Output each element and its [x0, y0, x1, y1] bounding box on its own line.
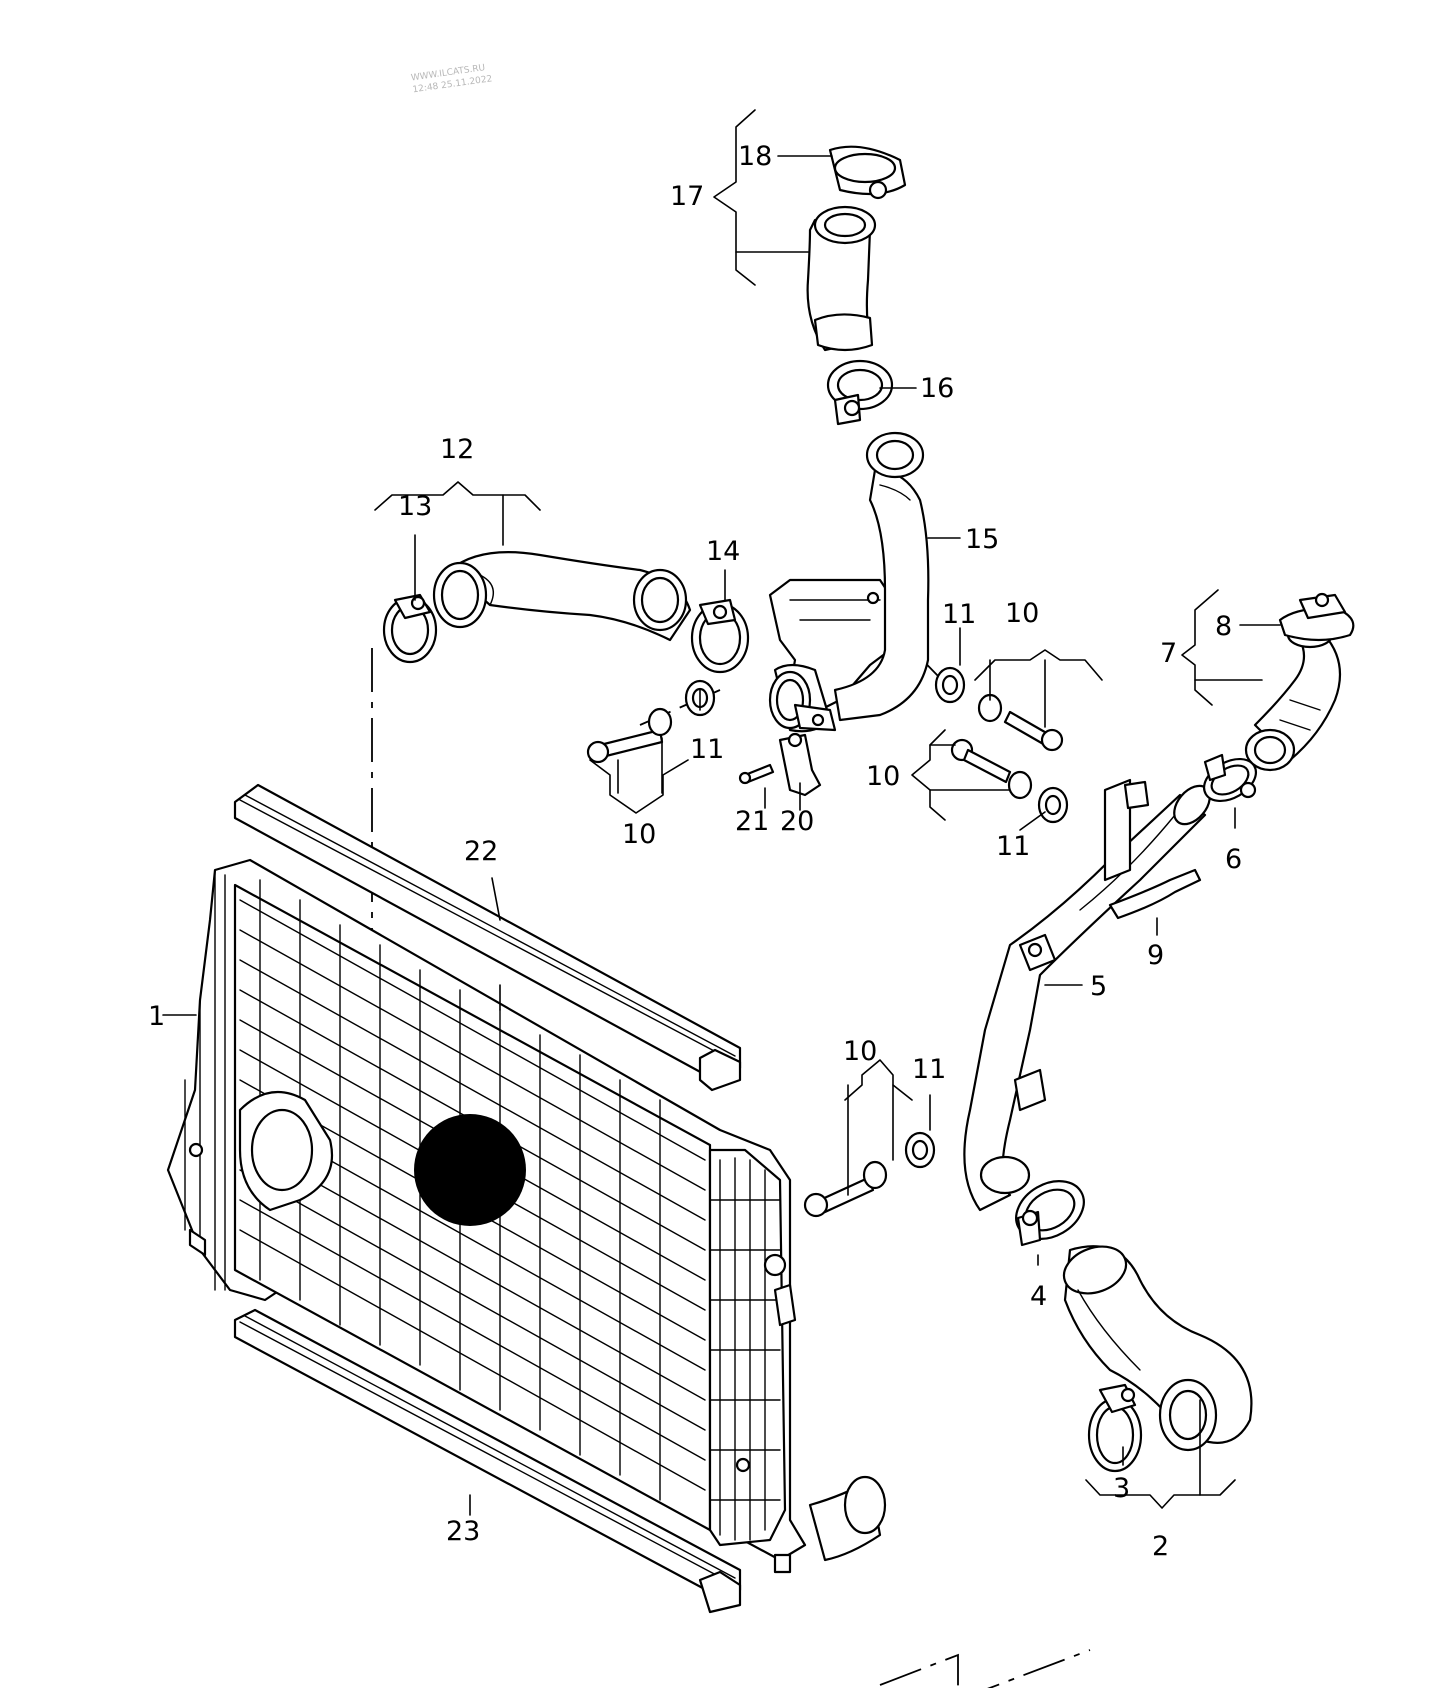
callout-10-right-middle: 10: [866, 761, 900, 792]
callout-18: 18: [738, 141, 772, 172]
top-hose: [806, 205, 877, 352]
callout-labels: 1 2 3 4 5 6 7 8 9 10 10 10 10 11 11 11 1…: [148, 141, 1242, 1562]
callout-16: 16: [920, 373, 954, 404]
bolt-set-right-top: [934, 666, 1064, 752]
callout-8: 8: [1215, 611, 1232, 642]
callout-14: 14: [706, 536, 740, 567]
callout-5: 5: [1090, 971, 1107, 1002]
callout-3: 3: [1113, 1473, 1130, 1504]
breather-tube: [1108, 868, 1202, 920]
upper-right-hose: [1244, 621, 1342, 772]
callout-23: 23: [446, 1516, 480, 1547]
callout-13: 13: [398, 491, 432, 522]
callout-11-right-middle: 11: [996, 831, 1030, 862]
callout-22: 22: [464, 836, 498, 867]
outlet-elbow: [808, 1475, 887, 1562]
location-marker: [414, 1114, 526, 1226]
callout-21: 21: [735, 806, 769, 837]
bolt-set-right-middle: [950, 738, 1069, 824]
callout-12: 12: [440, 434, 474, 465]
lower-clamp: [1087, 1383, 1143, 1473]
middle-clamp: [1015, 1180, 1085, 1247]
hose-clamp-right: [690, 598, 750, 674]
callout-10-lower: 10: [843, 1036, 877, 1067]
upper-right-clamp: [1203, 753, 1257, 803]
top-hose-clamp: [828, 145, 907, 200]
callout-15: 15: [965, 524, 999, 555]
intercooler: [166, 858, 807, 1574]
callout-11-left: 11: [690, 734, 724, 765]
lower-pipe: [963, 778, 1211, 1212]
callout-11-right-top: 11: [942, 599, 976, 630]
lower-rail: [233, 1308, 742, 1614]
callout-9: 9: [1147, 940, 1164, 971]
upper-rail: [233, 783, 742, 1092]
callout-17: 17: [670, 181, 704, 212]
callout-1: 1: [148, 1001, 165, 1032]
callout-10-right-top: 10: [1005, 598, 1039, 629]
upper-left-hose: [432, 551, 692, 642]
callout-6: 6: [1225, 844, 1242, 875]
sensor-screw: [738, 763, 775, 785]
lower-hose: [1062, 1245, 1253, 1452]
watermark: WWW.ILCATS.RU 12:48 25.11.2022: [410, 63, 493, 95]
hose-clamp-left: [382, 593, 438, 664]
sensor: [778, 732, 822, 797]
middle-hose-clamp: [826, 359, 894, 426]
callout-7: 7: [1160, 638, 1177, 669]
leader-lines: [162, 109, 1281, 1516]
callout-2: 2: [1152, 1531, 1169, 1562]
bracket-housing: [768, 578, 892, 733]
bolt-set-lower: [803, 1131, 936, 1218]
callout-20: 20: [780, 806, 814, 837]
callout-10-left: 10: [622, 819, 656, 850]
top-right-clamp: [1278, 592, 1355, 642]
callout-11-lower: 11: [912, 1054, 946, 1085]
callout-4: 4: [1030, 1281, 1047, 1312]
vertical-pipe: [833, 431, 930, 722]
